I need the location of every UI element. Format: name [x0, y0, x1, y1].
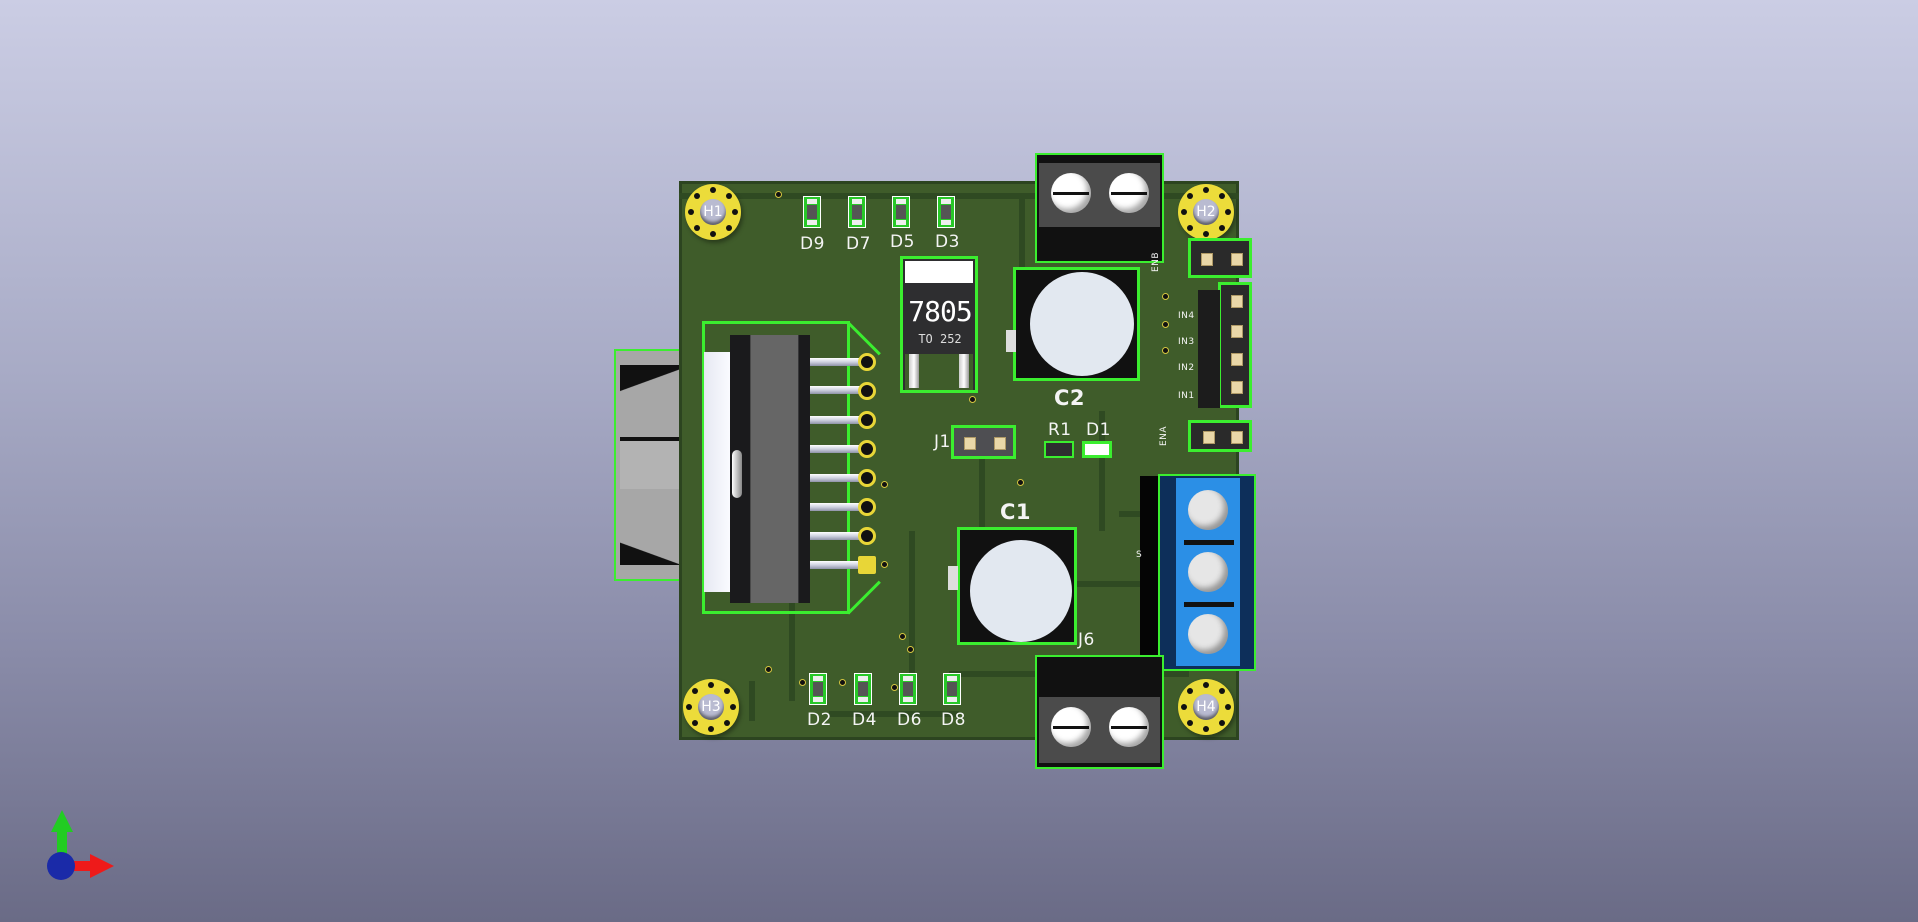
label-blue-terminal-partial: S — [1136, 550, 1143, 560]
terminal-screw-top-2[interactable] — [1109, 173, 1149, 213]
l298-driver-body — [730, 335, 810, 603]
label-in4: IN4 — [1178, 311, 1195, 321]
terminal-block-blue-shadow — [1140, 476, 1162, 666]
capacitor-c1[interactable] — [948, 527, 1077, 645]
label-d2: D2 — [807, 710, 832, 730]
header-enb[interactable] — [1188, 238, 1252, 278]
x-axis-arrowhead-icon — [90, 854, 114, 878]
label-d6: D6 — [897, 710, 922, 730]
led-d3[interactable] — [937, 196, 955, 228]
terminal-screw-blue-3[interactable] — [1188, 614, 1228, 654]
terminal-screw-top-1[interactable] — [1051, 173, 1091, 213]
h1-label: H1 — [700, 199, 726, 225]
power-led-d1[interactable] — [1082, 441, 1112, 458]
led-d4[interactable] — [854, 673, 872, 705]
z-axis-sphere-icon — [47, 852, 75, 880]
label-j1: J1 — [934, 432, 951, 452]
label-ena: ENA — [1159, 425, 1169, 446]
label-enb: ENB — [1151, 251, 1161, 272]
regulator-marking: 7805 — [908, 295, 972, 328]
regulator-package: TO 252 — [918, 332, 962, 346]
mounting-hole-h3: H3 — [683, 679, 739, 735]
terminal-screw-bottom-2[interactable] — [1109, 707, 1149, 747]
jumper-j1[interactable] — [951, 425, 1016, 459]
label-d3: D3 — [935, 232, 960, 252]
label-in2: IN2 — [1178, 363, 1195, 373]
x-axis-arrow-icon — [70, 861, 92, 871]
capacitor-c2[interactable] — [1006, 267, 1140, 381]
header-inputs[interactable] — [1218, 282, 1252, 408]
mounting-hole-h2: H2 — [1178, 184, 1234, 240]
led-d7[interactable] — [848, 196, 866, 228]
regulator-7805[interactable]: 7805 TO 252 — [900, 256, 978, 393]
y-axis-arrowhead-icon — [51, 810, 73, 832]
terminal-screw-blue-2[interactable] — [1188, 552, 1228, 592]
resistor-r1[interactable] — [1044, 441, 1074, 458]
led-d2[interactable] — [809, 673, 827, 705]
label-d4: D4 — [852, 710, 877, 730]
label-d1: D1 — [1086, 420, 1111, 440]
led-d8[interactable] — [943, 673, 961, 705]
y-axis-arrow-icon — [57, 828, 67, 854]
led-d9[interactable] — [803, 196, 821, 228]
led-d5[interactable] — [892, 196, 910, 228]
l298-driver-outline[interactable] — [702, 321, 850, 614]
h2-label: H2 — [1193, 199, 1219, 225]
label-in3: IN3 — [1178, 337, 1195, 347]
label-d8: D8 — [941, 710, 966, 730]
label-d7: D7 — [846, 234, 871, 254]
led-d6[interactable] — [899, 673, 917, 705]
h4-label: H4 — [1193, 694, 1219, 720]
label-d9: D9 — [800, 234, 825, 254]
label-c2: C2 — [1054, 386, 1086, 410]
label-d5: D5 — [890, 232, 915, 252]
terminal-screw-bottom-1[interactable] — [1051, 707, 1091, 747]
l298-driver-tab — [704, 352, 730, 592]
mounting-hole-h4: H4 — [1178, 679, 1234, 735]
label-in1: IN1 — [1178, 391, 1195, 401]
terminal-block-top[interactable] — [1035, 153, 1164, 263]
label-c1: C1 — [1000, 500, 1032, 524]
terminal-screw-blue-1[interactable] — [1188, 490, 1228, 530]
mounting-hole-h1: H1 — [685, 184, 741, 240]
h3-label: H3 — [698, 694, 724, 720]
terminal-block-bottom[interactable] — [1035, 655, 1164, 769]
label-j6-partial: J6 — [1078, 630, 1095, 650]
axis-gizmo — [40, 808, 120, 880]
label-r1: R1 — [1048, 420, 1072, 440]
terminal-block-blue[interactable] — [1158, 474, 1256, 671]
header-ena[interactable] — [1188, 420, 1252, 452]
